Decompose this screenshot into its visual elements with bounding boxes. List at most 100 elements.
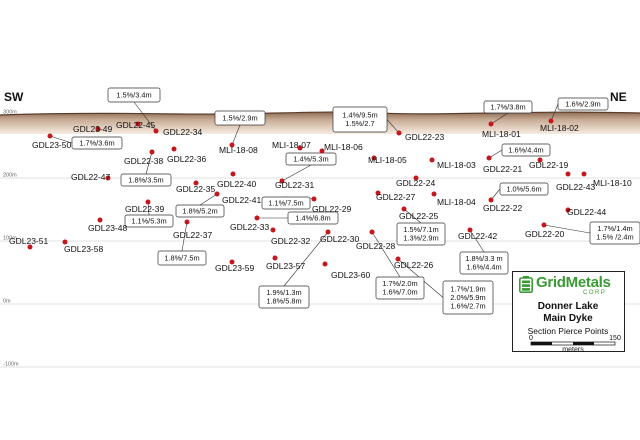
- elevation-label: -100m: [3, 362, 19, 368]
- pierce-point: [193, 180, 199, 186]
- callout-leader: [371, 231, 401, 278]
- assay-callout: 1.7%/3.6m: [71, 136, 123, 150]
- callout-box: [214, 110, 266, 126]
- callout-box: [285, 152, 337, 166]
- pierce-point: [62, 239, 68, 245]
- callout-box: [157, 250, 207, 266]
- assay-value: 1.6%/7.0m: [382, 288, 417, 297]
- drillhole-label: GDL22-23: [405, 132, 444, 142]
- callout-box: [71, 136, 123, 150]
- pierce-point: [105, 175, 111, 181]
- overburden-layer: [0, 112, 640, 134]
- drillhole-label: GDL22-36: [167, 154, 206, 164]
- callout-box: [124, 214, 174, 228]
- drillhole-label: MLI-18-01: [482, 129, 521, 139]
- assay-value: 1.4%/5.3m: [293, 154, 328, 163]
- drillhole-label: GDL22-37: [173, 230, 212, 240]
- drillhole-label: GDL22-42: [458, 231, 497, 241]
- pierce-point: [214, 191, 220, 197]
- drillhole-label: GDL23-59: [215, 263, 254, 273]
- callout-leader: [403, 208, 422, 224]
- assay-value: 1.5%/7.1m: [403, 225, 438, 234]
- pierce-point: [396, 130, 402, 136]
- assay-value: 1.4%/9.5m: [342, 111, 377, 120]
- drillhole-label: GDL22-29: [312, 204, 351, 214]
- assay-value: 1.3%/2.9m: [403, 234, 438, 243]
- company-logo: GridMetals CORP: [519, 274, 619, 297]
- assay-value: 1.1%/5.3m: [131, 216, 166, 225]
- callout-box: [261, 196, 311, 210]
- pierce-point: [431, 191, 437, 197]
- assay-callout: 1.4%/6.8m: [287, 211, 339, 225]
- callout-leader: [543, 224, 591, 234]
- pierce-point: [369, 229, 375, 235]
- pierce-point: [486, 155, 492, 161]
- assay-callout: 1.6%/4.4m: [501, 143, 551, 157]
- pierce-point: [272, 255, 278, 261]
- drillhole-label: GDL22-39: [125, 204, 164, 214]
- drillhole-label: GDL22-26: [394, 260, 433, 270]
- pierce-point: [171, 146, 177, 152]
- assay-value: 1.0%/5.6m: [506, 184, 541, 193]
- callout-leader: [281, 164, 312, 182]
- callout-box: [396, 222, 446, 246]
- callout-box: [375, 276, 425, 300]
- assay-value: 1.5%/2.7: [345, 119, 374, 128]
- drillhole-label: GDL22-24: [396, 178, 435, 188]
- drillhole-label: GDL22-41: [222, 195, 261, 205]
- pierce-point: [97, 217, 103, 223]
- direction-label-ne: NE: [610, 90, 627, 104]
- assay-callout: 1.4%/9.5m1.5%/2.7: [332, 106, 388, 133]
- pierce-point: [153, 128, 159, 134]
- legend-title-line1: Donner Lake: [537, 301, 599, 312]
- elevation-label: 0m: [3, 299, 11, 305]
- pierce-point: [319, 148, 325, 154]
- callout-box: [459, 251, 509, 275]
- callout-box: [107, 87, 161, 103]
- callout-leader: [550, 103, 559, 122]
- logo-wordmark: GridMetals: [536, 274, 611, 291]
- elevation-label: 100m: [3, 236, 17, 242]
- elevation-label: 300m: [3, 110, 17, 116]
- logo-corp: CORP: [583, 290, 607, 296]
- pierce-point: [322, 261, 328, 267]
- pierce-point: [581, 171, 587, 177]
- callout-leader: [490, 112, 509, 125]
- pierce-point: [145, 199, 151, 205]
- drillhole-label: GDL23-48: [88, 223, 127, 233]
- assay-value: 1.6%/4.4m: [508, 145, 543, 154]
- pierce-point: [467, 227, 473, 233]
- pierce-point: [135, 121, 141, 127]
- pierce-point: [297, 145, 303, 151]
- callout-box: [287, 211, 339, 225]
- pierce-point: [401, 206, 407, 212]
- assay-value: 1.7%/3.8m: [490, 102, 525, 111]
- assay-value: 1.1%/7.5m: [268, 198, 303, 207]
- assay-callout: 1.7%/1.9m2.0%/5.9m1.6%/2.7m: [442, 280, 494, 315]
- assay-callout: 1.4%/5.3m: [285, 152, 337, 166]
- drillhole-label: GDL22-28: [356, 241, 395, 251]
- assay-value: 1.5%/3.4m: [116, 90, 151, 99]
- scale-bar-seg-2: [573, 342, 594, 345]
- pierce-point: [229, 259, 235, 265]
- scale-end-label: 150: [609, 335, 621, 342]
- pierce-point: [279, 178, 285, 184]
- assay-callout: 1.5%/2.9m: [214, 110, 266, 126]
- battery-logo-icon: [519, 276, 533, 293]
- pierce-points: [27, 118, 587, 267]
- pierce-point: [541, 222, 547, 228]
- callout-box: [499, 182, 549, 196]
- callout-box: [175, 204, 225, 218]
- scale-bar: 0 150 meters: [529, 335, 621, 352]
- pierce-point: [47, 133, 53, 139]
- assay-callout: 1.8%/5.2m: [175, 204, 225, 218]
- drillhole-label: MLI-18-02: [540, 123, 579, 133]
- callout-leader: [199, 193, 218, 206]
- pierce-point: [371, 155, 377, 161]
- assay-callout: 1.0%/5.6m: [499, 182, 549, 196]
- pierce-point: [311, 196, 317, 202]
- assay-value: 1.7%/1.9m: [450, 284, 485, 293]
